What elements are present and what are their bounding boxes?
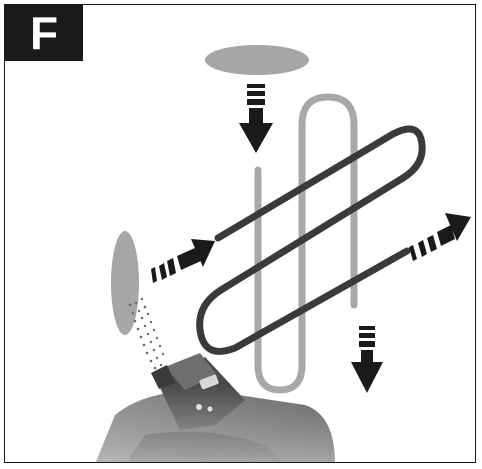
outflow-arrow-icon — [409, 213, 471, 261]
inflow-arrow-icon — [151, 239, 215, 283]
down-arrow-bottom-icon — [351, 326, 383, 393]
down-arrow-top-icon — [239, 84, 273, 153]
side-target-surface-icon — [111, 231, 139, 335]
step-badge: F — [5, 5, 83, 61]
dark-coil-icon — [196, 125, 426, 355]
light-coil-icon — [254, 93, 358, 394]
spray-mist-icon — [128, 297, 165, 370]
spray-gun-icon — [5, 353, 475, 462]
top-air-source-icon — [205, 45, 309, 75]
coil-flow-diagram — [5, 45, 475, 462]
illustration-frame: F — [4, 4, 476, 463]
